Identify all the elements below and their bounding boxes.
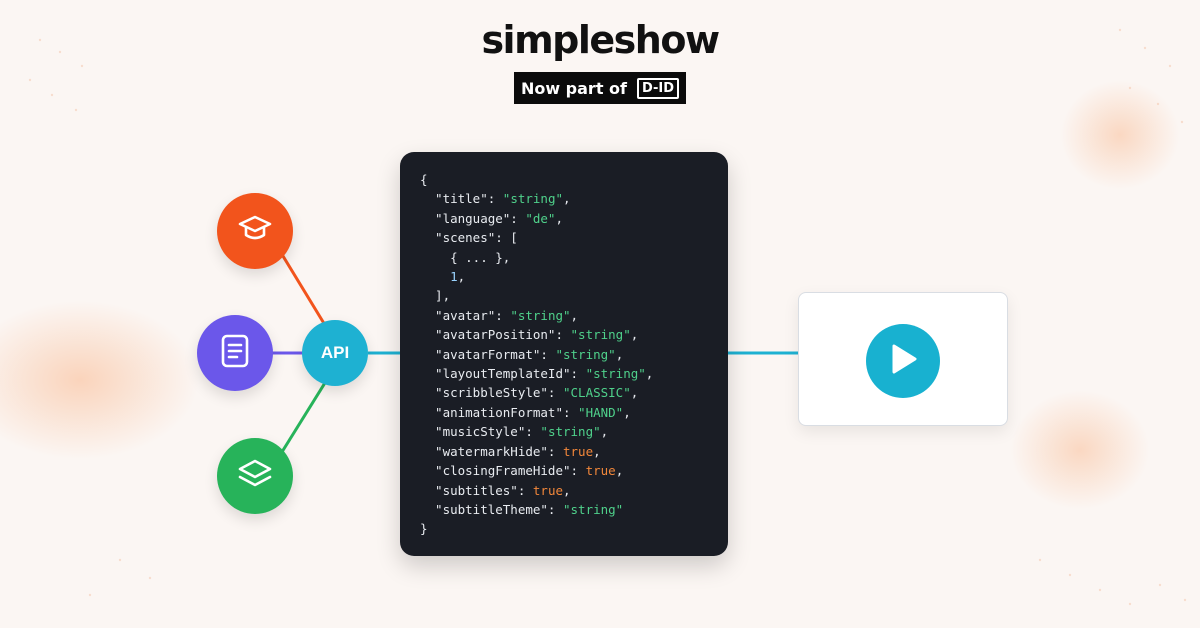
- code-token: ,: [600, 424, 609, 440]
- code-line: "watermarkHide": true,: [420, 442, 728, 461]
- code-token: "layoutTemplateId":: [420, 366, 586, 382]
- code-line: "animationFormat": "HAND",: [420, 403, 728, 422]
- code-line: "avatarFormat": "string",: [420, 345, 728, 364]
- code-line: "closingFrameHide": true,: [420, 461, 728, 480]
- code-token: ,: [630, 327, 639, 343]
- now-part-of-badge: Now part of D-ID: [514, 72, 686, 104]
- code-token: "string": [563, 501, 624, 517]
- layers-node: [217, 438, 293, 514]
- code-token: ,: [593, 443, 601, 459]
- brand-logo: simpleshow: [481, 18, 720, 62]
- code-token: ,: [570, 307, 579, 323]
- code-token: ,: [555, 210, 563, 226]
- code-line: "subtitleTheme": "string": [420, 500, 728, 519]
- code-token: "watermarkHide":: [420, 443, 563, 459]
- code-token: {: [420, 172, 428, 187]
- code-token: "string": [510, 307, 571, 323]
- code-token: ,: [623, 404, 631, 420]
- code-token: "musicStyle":: [420, 424, 541, 440]
- code-line: "title": "string",: [420, 189, 728, 208]
- document-node: [197, 315, 273, 391]
- code-token: "string": [540, 424, 601, 440]
- code-token: "title":: [420, 191, 503, 207]
- code-line: 1,: [420, 267, 728, 286]
- code-token: "HAND": [578, 404, 624, 420]
- code-token: "string": [555, 346, 616, 362]
- code-line: "avatar": "string",: [420, 306, 728, 325]
- code-token: "string": [502, 191, 564, 207]
- code-token: "avatarPosition":: [420, 327, 571, 343]
- layers-icon: [237, 458, 273, 495]
- code-line: {: [420, 170, 728, 189]
- code-line: }: [420, 519, 728, 538]
- code-token: "scenes": [: [420, 230, 518, 246]
- api-label: API: [320, 343, 350, 362]
- code-token: "subtitles":: [420, 482, 533, 498]
- code-token: ],: [420, 288, 451, 304]
- api-node: API: [302, 320, 368, 386]
- code-token: "CLASSIC": [563, 385, 631, 401]
- code-token: }: [420, 521, 428, 537]
- code-token: "scribbleStyle":: [420, 385, 563, 401]
- code-token: ,: [615, 463, 624, 479]
- code-token: "animationFormat":: [420, 404, 579, 420]
- code-token: "language":: [420, 210, 526, 226]
- video-output-card: [798, 292, 1008, 426]
- code-token: "string": [585, 366, 646, 382]
- code-token: [420, 269, 450, 284]
- code-line: "subtitles": true,: [420, 481, 728, 500]
- badge-text: Now part of: [520, 78, 627, 98]
- code-lines: { "title": "string", "language": "de", "…: [420, 170, 728, 539]
- code-line: "language": "de",: [420, 209, 728, 228]
- code-token: "string": [570, 327, 631, 343]
- json-code-panel: { "title": "string", "language": "de", "…: [400, 152, 728, 556]
- graduation-cap-icon: [238, 214, 272, 249]
- code-token: true: [563, 443, 594, 459]
- code-token: "de": [525, 210, 556, 226]
- code-token: true: [585, 463, 616, 479]
- code-line: "scribbleStyle": "CLASSIC",: [420, 383, 728, 402]
- code-token: ,: [630, 385, 639, 401]
- document-icon: [221, 334, 249, 373]
- code-line: "avatarPosition": "string",: [420, 325, 728, 344]
- code-token: ,: [615, 346, 624, 362]
- code-token: true: [532, 482, 563, 498]
- code-token: ,: [457, 269, 466, 285]
- code-token: ,: [563, 482, 571, 498]
- code-line: ],: [420, 286, 728, 305]
- code-token: "avatarFormat":: [420, 346, 556, 362]
- d-id-logo: D-ID: [636, 77, 680, 99]
- code-token: 1: [450, 269, 458, 285]
- code-token: ,: [645, 366, 654, 382]
- code-line: "layoutTemplateId": "string",: [420, 364, 728, 383]
- play-icon: [888, 343, 918, 380]
- code-token: "closingFrameHide":: [420, 463, 586, 479]
- code-token: "subtitleTheme":: [420, 501, 563, 517]
- education-node: [217, 193, 293, 269]
- code-line: "musicStyle": "string",: [420, 422, 728, 441]
- code-line: { ... },: [420, 248, 728, 267]
- code-token: "avatar":: [420, 307, 511, 323]
- play-button[interactable]: [866, 324, 940, 398]
- code-token: { ... },: [420, 249, 511, 265]
- code-token: ,: [563, 191, 571, 207]
- code-line: "scenes": [: [420, 228, 728, 247]
